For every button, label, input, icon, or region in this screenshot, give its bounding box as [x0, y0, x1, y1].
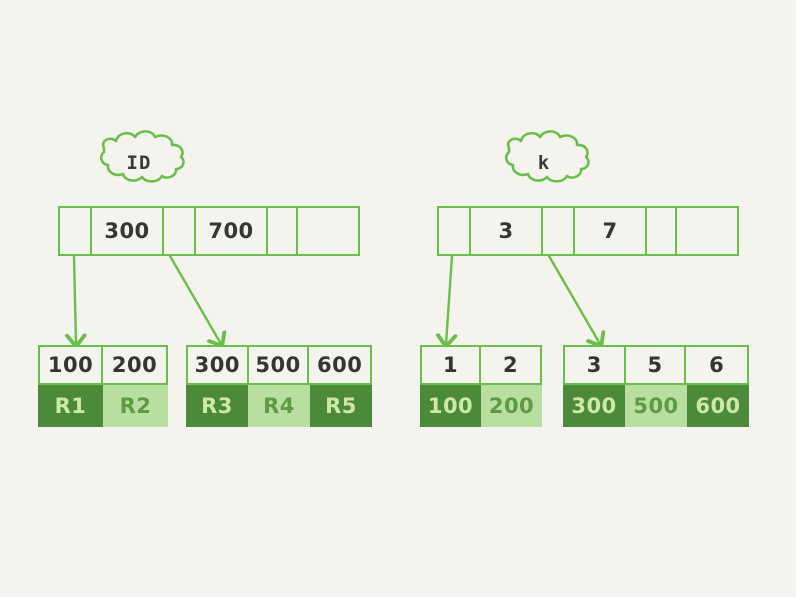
arrow-k-root-to-leaf-2 [547, 254, 600, 344]
leaf-k-2-key-0: 3 [565, 347, 626, 383]
cloud-shape-k [504, 130, 590, 183]
leaf-node-k-2: 3 5 6 300 500 600 [563, 345, 749, 427]
root-id-pointer-0[interactable] [60, 208, 92, 254]
value-block-300[interactable]: 300 [563, 385, 625, 427]
record-block-r2[interactable]: R2 [103, 385, 168, 427]
leaf-id-1-key-1: 200 [111, 353, 158, 377]
root-id-empty [298, 208, 358, 254]
leaf-id-2-key-1: 500 [249, 347, 310, 383]
root-k-empty [677, 208, 737, 254]
leaf-id-2-keys: 300 500 600 [186, 345, 372, 385]
leaf-id-2-records: R3 R4 R5 [186, 385, 372, 427]
leaf-k-2-key-1: 5 [626, 347, 687, 383]
leaf-k-1-key-1: 2 [502, 353, 519, 377]
leaf-k-1-keys: 1 2 [420, 345, 542, 385]
root-node-id: 300 700 [58, 206, 360, 256]
leaf-id-1-records: R1 R2 [38, 385, 168, 427]
value-block-200[interactable]: 200 [481, 385, 542, 427]
leaf-id-1-keys: 100 200 [38, 345, 168, 385]
leaf-id-2-key-0: 300 [188, 347, 249, 383]
leaf-id-1-key-0: 100 [40, 347, 104, 383]
cloud-shape-id [99, 130, 185, 183]
root-k-key-7: 7 [575, 208, 647, 254]
leaf-k-1-records: 100 200 [420, 385, 542, 427]
root-k-pointer-2[interactable] [647, 208, 677, 254]
value-block-100[interactable]: 100 [420, 385, 481, 427]
root-k-key-3: 3 [471, 208, 543, 254]
leaf-k-2-key-2: 6 [709, 353, 725, 377]
record-block-r1[interactable]: R1 [38, 385, 103, 427]
record-block-r5[interactable]: R5 [310, 385, 372, 427]
record-block-r4[interactable]: R4 [248, 385, 310, 427]
leaf-node-id-1: 100 200 R1 R2 [38, 345, 168, 427]
leaf-id-2-key-2: 600 [317, 353, 363, 377]
leaf-node-k-1: 1 2 100 200 [420, 345, 542, 427]
leaf-node-id-2: 300 500 600 R3 R4 R5 [186, 345, 372, 427]
root-id-key-300: 300 [92, 208, 164, 254]
leaf-k-2-records: 300 500 600 [563, 385, 749, 427]
leaf-k-1-key-0: 1 [422, 347, 482, 383]
value-block-600[interactable]: 600 [687, 385, 749, 427]
root-id-key-700: 700 [196, 208, 268, 254]
root-id-pointer-1[interactable] [164, 208, 196, 254]
root-k-pointer-1[interactable] [543, 208, 575, 254]
record-block-r3[interactable]: R3 [186, 385, 248, 427]
root-id-pointer-2[interactable] [268, 208, 298, 254]
arrow-k-root-to-leaf-1 [446, 254, 452, 344]
root-node-k: 3 7 [437, 206, 739, 256]
leaf-k-2-keys: 3 5 6 [563, 345, 749, 385]
arrow-id-root-to-leaf-2 [168, 254, 221, 344]
root-k-pointer-0[interactable] [439, 208, 471, 254]
value-block-500[interactable]: 500 [625, 385, 687, 427]
arrow-id-root-to-leaf-1 [74, 254, 76, 344]
